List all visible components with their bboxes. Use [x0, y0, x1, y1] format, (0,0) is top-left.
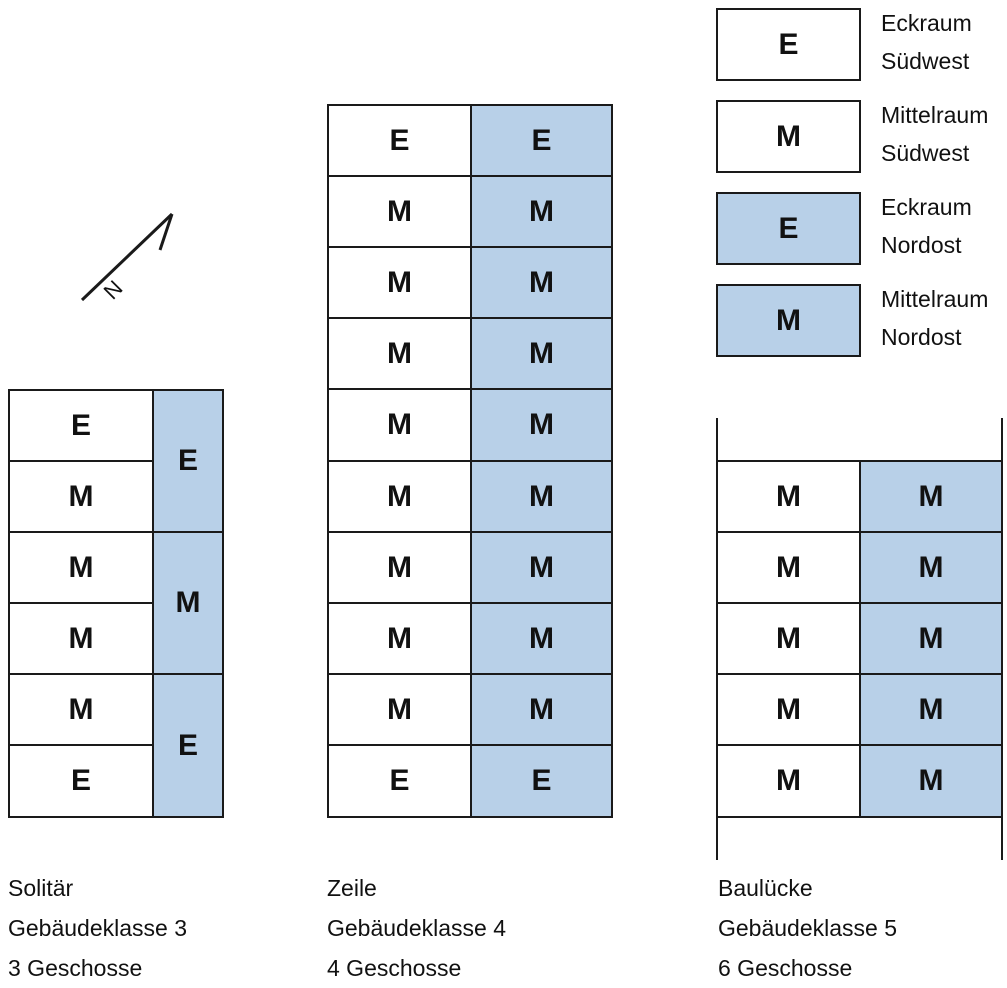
room-bauluecke-right-2: M: [859, 531, 1003, 604]
room-solitaer-left-3: M: [8, 531, 154, 604]
caption-bauluecke-class: Gebäudeklasse 5: [718, 915, 898, 941]
room-bauluecke-right-5: M: [859, 744, 1003, 818]
room-zeile-left-1: E: [327, 104, 472, 177]
room-bauluecke-left-1: M: [716, 460, 861, 533]
room-zeile-left-10: E: [327, 744, 472, 818]
north-arrow-label: N: [98, 275, 128, 305]
caption-solitaer-floors: 3 Geschosse: [8, 955, 143, 981]
room-zeile-left-8: M: [327, 602, 472, 675]
legend-swatch-eckraum-nordost: E: [716, 192, 861, 265]
room-solitaer-left-2: M: [8, 460, 154, 533]
room-solitaer-left-1: E: [8, 389, 154, 462]
caption-bauluecke: Baulücke Gebäudeklasse 5 6 Geschosse: [718, 868, 897, 988]
room-solitaer-right-3: E: [152, 673, 224, 818]
caption-zeile-type: Zeile: [327, 875, 377, 901]
room-zeile-left-6: M: [327, 460, 472, 533]
legend-swatch-mittelraum-nordost: M: [716, 284, 861, 357]
room-zeile-left-4: M: [327, 317, 472, 390]
caption-zeile-floors: 4 Geschosse: [327, 955, 462, 981]
room-solitaer-right-2: M: [152, 531, 224, 675]
room-zeile-left-5: M: [327, 388, 472, 462]
room-bauluecke-right-1: M: [859, 460, 1003, 533]
room-bauluecke-left-4: M: [716, 673, 861, 746]
legend-swatch-mittelraum-suedwest: M: [716, 100, 861, 173]
room-zeile-right-5: M: [470, 388, 613, 462]
room-zeile-left-3: M: [327, 246, 472, 319]
room-zeile-right-7: M: [470, 531, 613, 604]
room-zeile-right-2: M: [470, 175, 613, 248]
room-solitaer-left-5: M: [8, 673, 154, 746]
room-zeile-right-6: M: [470, 460, 613, 533]
room-zeile-right-1: E: [470, 104, 613, 177]
caption-zeile: Zeile Gebäudeklasse 4 4 Geschosse: [327, 868, 506, 988]
room-zeile-right-9: M: [470, 673, 613, 746]
caption-zeile-class: Gebäudeklasse 4: [327, 915, 507, 941]
room-solitaer-right-1: E: [152, 389, 224, 533]
legend-swatch-eckraum-suedwest: E: [716, 8, 861, 81]
room-zeile-right-4: M: [470, 317, 613, 390]
caption-bauluecke-floors: 6 Geschosse: [718, 955, 853, 981]
room-zeile-left-2: M: [327, 175, 472, 248]
room-zeile-right-8: M: [470, 602, 613, 675]
room-zeile-left-7: M: [327, 531, 472, 604]
caption-bauluecke-type: Baulücke: [718, 875, 813, 901]
room-bauluecke-left-5: M: [716, 744, 861, 818]
room-solitaer-left-4: M: [8, 602, 154, 675]
caption-solitaer: Solitär Gebäudeklasse 3 3 Geschosse: [8, 868, 187, 988]
room-zeile-left-9: M: [327, 673, 472, 746]
room-bauluecke-left-3: M: [716, 602, 861, 675]
room-zeile-right-3: M: [470, 246, 613, 319]
north-arrow-icon: [80, 212, 174, 302]
caption-solitaer-class: Gebäudeklasse 3: [8, 915, 188, 941]
caption-solitaer-type: Solitär: [8, 875, 74, 901]
room-bauluecke-left-2: M: [716, 531, 861, 604]
room-bauluecke-right-4: M: [859, 673, 1003, 746]
room-zeile-right-10: E: [470, 744, 613, 818]
room-bauluecke-right-3: M: [859, 602, 1003, 675]
room-solitaer-left-6: E: [8, 744, 154, 818]
